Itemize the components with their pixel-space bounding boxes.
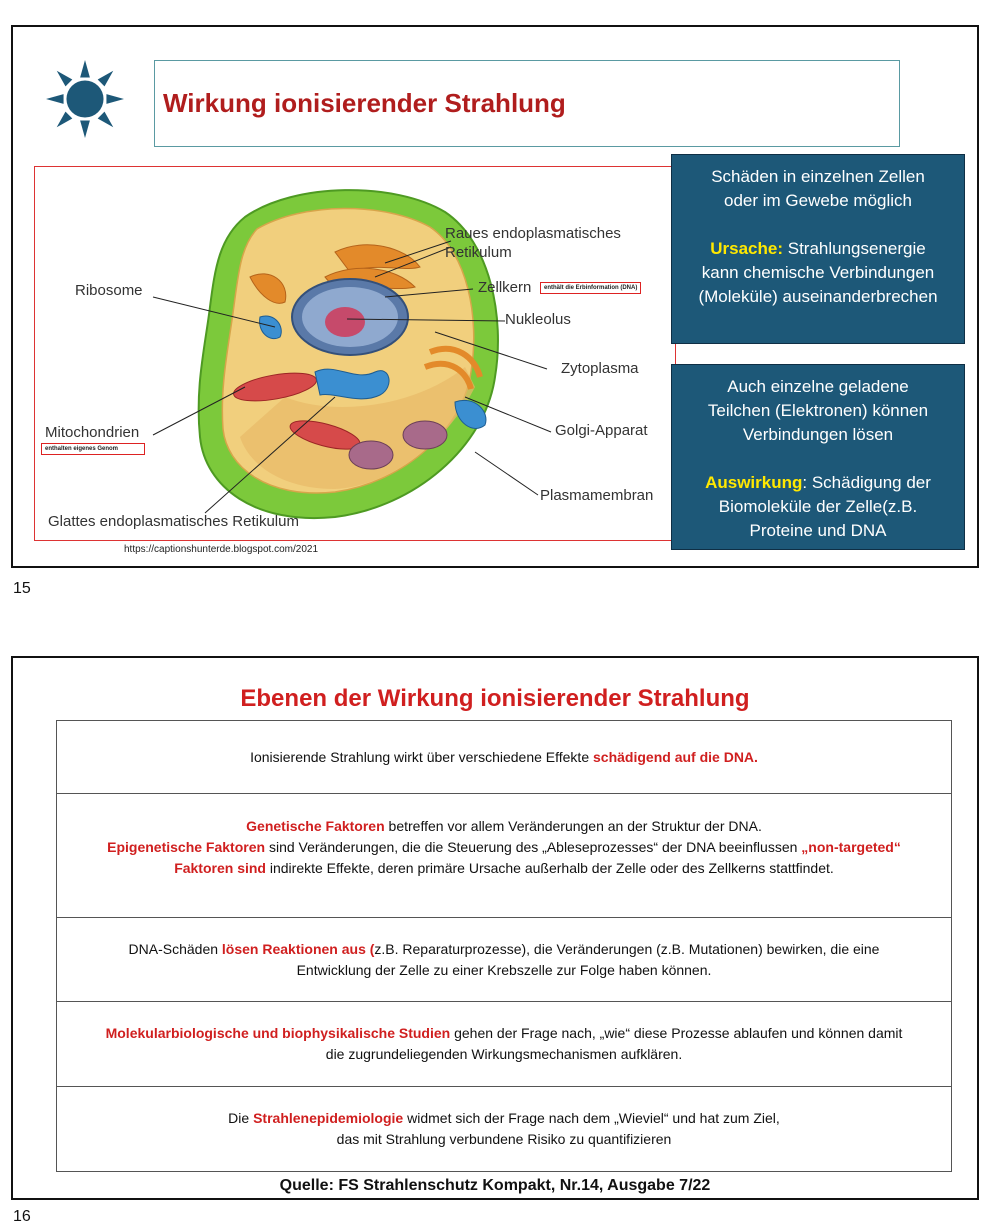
label-nukleolus: Nukleolus: [505, 311, 571, 328]
label-raues-er-1: Raues endoplasmatisches: [445, 225, 621, 242]
slide-title: Ebenen der Wirkung ionisierender Strahlu…: [13, 685, 977, 713]
row2-red3: „non-targeted“: [801, 839, 901, 855]
box1-line2: oder im Gewebe möglich: [680, 189, 956, 213]
slide-16: Ebenen der Wirkung ionisierender Strahlu…: [11, 656, 979, 1200]
cell-diagram: Raues endoplasmatisches Retikulum Riboso…: [34, 166, 676, 541]
mitochondrien-note: enthalten eigenes Genom: [41, 443, 145, 455]
row1-red: schädigend auf die DNA.: [593, 749, 758, 765]
table-row: Die Strahlenepidemiologie widmet sich de…: [57, 1087, 951, 1171]
row2-text2: sind Veränderungen, die die Steuerung de…: [265, 839, 801, 855]
label-zellkern: Zellkern: [478, 279, 531, 296]
info-box-auswirkung: Auch einzelne geladene Teilchen (Elektro…: [671, 364, 965, 550]
row5-text3: das mit Strahlung verbundene Risiko zu q…: [65, 1129, 943, 1150]
box1-line1: Schäden in einzelnen Zellen: [680, 165, 956, 189]
label-zytoplasma: Zytoplasma: [561, 360, 639, 377]
label-mitochondrien: Mitochondrien: [45, 424, 139, 441]
label-raues-er-2: Retikulum: [445, 244, 512, 261]
row4-red: Molekularbiologische und biophysikalisch…: [106, 1025, 451, 1041]
row2-text3: indirekte Effekte, deren primäre Ursache…: [266, 860, 834, 876]
box1-highlight: Ursache:: [710, 239, 783, 258]
page-number-15: 15: [13, 580, 31, 598]
box2-text-b: Biomoleküle der Zelle(z.B.: [680, 495, 956, 519]
box1-text-b: kann chemische Verbindungen: [680, 261, 956, 285]
box1-text-a: Strahlungsenergie: [783, 239, 926, 258]
cell-illustration: [35, 167, 675, 540]
image-source-url: https://captionshunterde.blogspot.com/20…: [124, 544, 318, 555]
row1-text: Ionisierende Strahlung wirkt über versch…: [250, 749, 593, 765]
box2-highlight: Auswirkung: [705, 473, 802, 492]
row2-red2: Epigenetische Faktoren: [107, 839, 265, 855]
row5-red: Strahlenepidemiologie: [253, 1110, 403, 1126]
row5-text1: Die: [228, 1110, 253, 1126]
effects-table: Ionisierende Strahlung wirkt über versch…: [56, 720, 952, 1172]
zellkern-note: enthält die Erbinformation (DNA): [540, 282, 641, 294]
row5-text2: widmet sich der Frage nach dem „Wieviel“…: [403, 1110, 780, 1126]
row3-red: lösen Reaktionen aus (: [222, 941, 374, 957]
box1-text-c: (Moleküle) auseinanderbrechen: [680, 285, 956, 309]
page-number-16: 16: [13, 1208, 31, 1226]
table-row: Ionisierende Strahlung wirkt über versch…: [57, 721, 951, 794]
box2-line2: Teilchen (Elektronen) können: [680, 399, 956, 423]
table-row: Genetische Faktoren betreffen vor allem …: [57, 794, 951, 918]
sun-icon: [46, 60, 124, 138]
row2-red1: Genetische Faktoren: [246, 818, 385, 834]
box2-text-a: : Schädigung der: [802, 473, 931, 492]
box2-line1: Auch einzelne geladene: [680, 375, 956, 399]
row3-text2: z.B. Reparaturprozesse), die Veränderung…: [374, 941, 879, 957]
box2-text-c: Proteine und DNA: [680, 519, 956, 543]
label-glattes-er: Glattes endoplasmatisches Retikulum: [48, 513, 299, 530]
row2-text1: betreffen vor allem Veränderungen an der…: [385, 818, 762, 834]
label-ribosome: Ribosome: [75, 282, 143, 299]
row2-red4: Faktoren sind: [174, 860, 266, 876]
row4-text2: die zugrundeliegenden Wirkungsmechanisme…: [65, 1044, 943, 1065]
row3-text1: DNA-Schäden: [129, 941, 222, 957]
slide-15: Wirkung ionisierender Strahlung: [11, 25, 979, 568]
table-row: Molekularbiologische und biophysikalisch…: [57, 1002, 951, 1087]
row3-text3: Entwicklung der Zelle zu einer Krebszell…: [65, 960, 943, 981]
table-row: DNA-Schäden lösen Reaktionen aus (z.B. R…: [57, 918, 951, 1002]
box2-auswirkung-line: Auswirkung: Schädigung der: [680, 471, 956, 495]
label-golgi: Golgi-Apparat: [555, 422, 648, 439]
slide-title: Wirkung ionisierender Strahlung: [163, 88, 566, 119]
box1-ursache-line: Ursache: Strahlungsenergie: [680, 237, 956, 261]
label-plasmamembran: Plasmamembran: [540, 487, 653, 504]
info-box-ursache: Schäden in einzelnen Zellen oder im Gewe…: [671, 154, 965, 344]
row4-text1: gehen der Frage nach, „wie“ diese Prozes…: [450, 1025, 902, 1041]
box2-line3: Verbindungen lösen: [680, 423, 956, 447]
source-citation: Quelle: FS Strahlenschutz Kompakt, Nr.14…: [13, 1177, 977, 1195]
title-box: Wirkung ionisierender Strahlung: [154, 60, 900, 147]
